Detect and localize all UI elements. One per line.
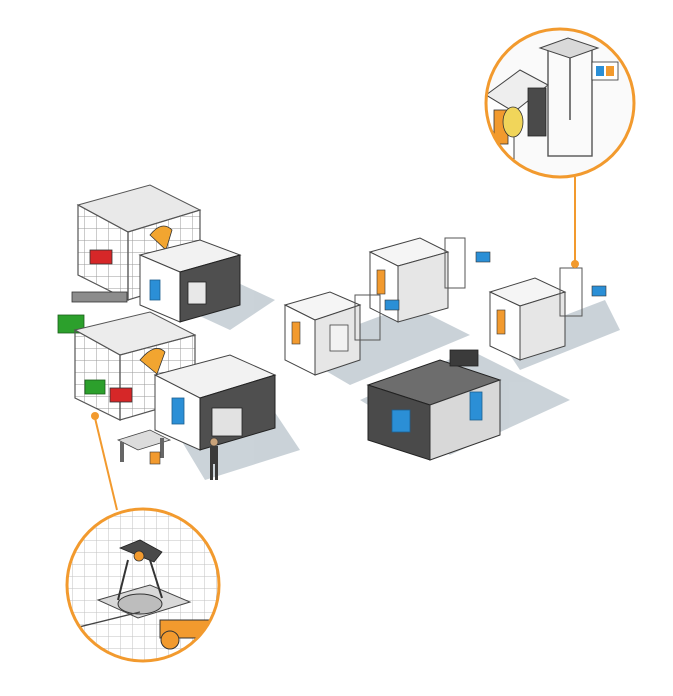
machine-center-dark bbox=[366, 349, 502, 461]
machine-center-row-1 bbox=[283, 291, 362, 376]
red-crate-upper bbox=[89, 249, 113, 265]
callout-leaders bbox=[91, 177, 579, 511]
conveyor-upper bbox=[71, 291, 128, 303]
callout-top-right bbox=[484, 27, 636, 179]
robot-arm-upper bbox=[149, 225, 173, 251]
machine-center-row-2 bbox=[354, 237, 491, 341]
machine-window bbox=[149, 279, 161, 301]
operator-figure bbox=[209, 437, 219, 480]
callout-bottom-left bbox=[65, 507, 221, 663]
cnc-lathe-lower-left bbox=[153, 354, 277, 451]
machine-center-row-3 bbox=[488, 267, 607, 361]
robot-arm-lower bbox=[139, 348, 166, 375]
operator-desk bbox=[116, 429, 172, 465]
cnc-machine-upper-left bbox=[138, 239, 242, 323]
green-crate-stack bbox=[57, 314, 85, 334]
